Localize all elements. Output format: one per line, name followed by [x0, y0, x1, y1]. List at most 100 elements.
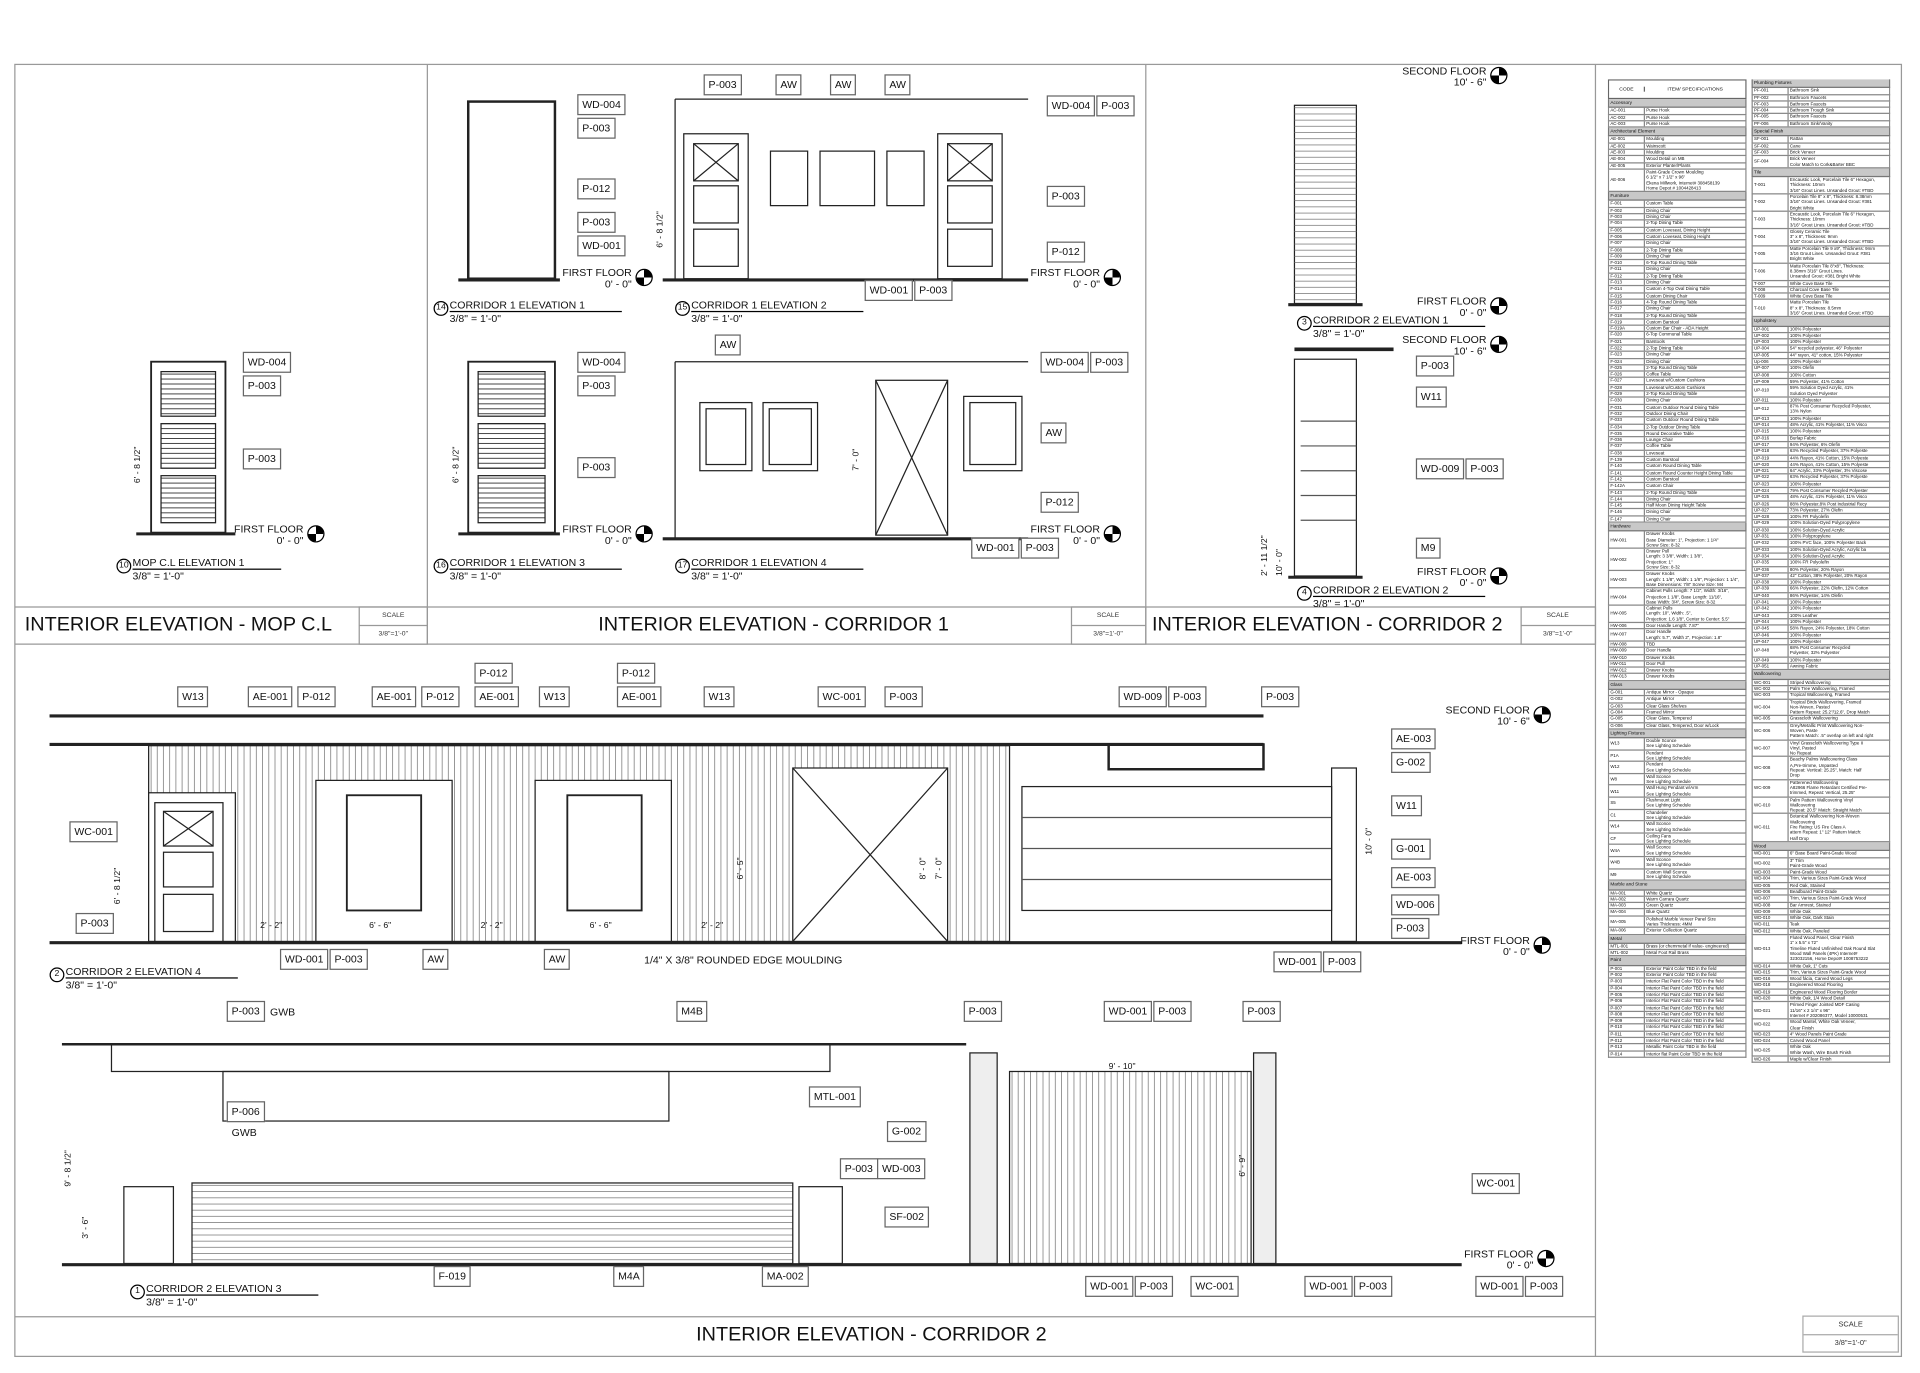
- spec-description: Custom 4-Top Oval Dining Table: [1646, 286, 1711, 292]
- spec-code: UP-034: [1753, 553, 1789, 559]
- spec-code: P-008: [1609, 1011, 1646, 1018]
- level-datum-icon: [1490, 297, 1508, 315]
- spec-code: UP-033: [1753, 547, 1789, 553]
- tag-f-019: F-019: [433, 1265, 471, 1288]
- spec-code: UP-025: [1753, 494, 1789, 500]
- spec-description: Trim, Various Sizes Paint-Grade Wood: [1789, 895, 1867, 901]
- dimension: 6' - 8 1/2": [133, 446, 143, 484]
- spec-description: Patterened Wallcovering A82966 Flame Ret…: [1789, 779, 1868, 796]
- tag-p-003: P-003: [577, 117, 616, 139]
- spec-code: M9: [1609, 869, 1646, 880]
- spec-code: WD-026: [1753, 1056, 1789, 1062]
- spec-code: UP-030: [1753, 527, 1789, 533]
- spec-code: F-141: [1609, 470, 1646, 476]
- spec-code: UP-046: [1753, 632, 1789, 638]
- spec-code: P-010: [1609, 1024, 1646, 1031]
- scale-value: 3/8"=1'-0": [1542, 630, 1573, 638]
- spec-code: UP-019: [1753, 455, 1789, 461]
- spec-code: WC-003: [1753, 692, 1789, 699]
- spec-code: P-005: [1609, 992, 1646, 998]
- spec-description: Dining Chair: [1646, 253, 1671, 259]
- spec-description: Dining Chair: [1646, 509, 1671, 515]
- spec-description: White Oak, Paneled: [1789, 928, 1830, 934]
- tag-aw: AW: [1040, 422, 1068, 444]
- spec-description: 100% Solution-Dyed Polypropylene: [1789, 520, 1860, 526]
- spec-description: Dining Chair: [1646, 516, 1671, 522]
- spec-code: F-037: [1609, 444, 1646, 450]
- spec-description: Interior Flat Paint Color TBD in the fie…: [1646, 979, 1724, 985]
- spec-code: P-013: [1609, 1044, 1646, 1050]
- tag-aw: AW: [775, 74, 802, 96]
- spec-section-header: Metal: [1607, 934, 1747, 944]
- gwb-label: GWB: [270, 1005, 296, 1019]
- spec-description: 58% Rayon, 24% Polyester, 18% Cotton: [1789, 625, 1870, 631]
- spec-code: UP-008: [1753, 372, 1789, 378]
- spec-description: 100% Polyester: [1789, 632, 1822, 638]
- spec-description: 100% Cotton: [1789, 372, 1816, 378]
- spec-description: 48% Acrylic, 41% Polyester, 11% Visco: [1789, 494, 1867, 500]
- spec-description: Pendant See Lighting Schedule: [1646, 762, 1691, 773]
- tag-wd-004: WD-004: [1046, 95, 1096, 117]
- spec-description: Drawer Knobs: [1646, 674, 1675, 680]
- spec-code: UP-029: [1753, 520, 1789, 527]
- spec-code: PF-003: [1753, 101, 1789, 107]
- spec-code: PF-006: [1753, 121, 1789, 127]
- tag-wd-001: WD-001: [279, 948, 329, 970]
- spec-description: Blue Quartz: [1646, 909, 1670, 915]
- spec-description: Half Moon Dining Height Table: [1646, 503, 1707, 509]
- spec-description: 2-Top Dining Table: [1646, 273, 1684, 279]
- spec-code: F-016: [1609, 299, 1646, 305]
- tag-ae-001: AE-001: [247, 686, 293, 708]
- spec-header: ITEM/ SPECIFICATIONS: [1667, 85, 1723, 92]
- spec-code: WD-008: [1753, 902, 1789, 908]
- spec-code: W11: [1609, 785, 1646, 797]
- spec-code: UP-012: [1753, 403, 1789, 415]
- spec-description: 100% Solution-Dyed Acrylic, Acrylic ba: [1789, 547, 1867, 553]
- spec-code: AE-003: [1609, 149, 1646, 156]
- spec-code: UP-027: [1753, 507, 1789, 514]
- spec-code: T-008: [1753, 287, 1789, 293]
- spec-code: UP-037: [1753, 573, 1789, 579]
- spec-code: Up-006: [1753, 359, 1789, 365]
- tag-p-003: P-003: [329, 948, 368, 970]
- spec-description: 54" recycled polyester, 46" Polyester: [1789, 346, 1863, 352]
- moulding-note: 1/4" X 3/8" ROUNDED EDGE MOULDING: [644, 953, 843, 967]
- spec-description: Custom Barstool: [1646, 319, 1680, 325]
